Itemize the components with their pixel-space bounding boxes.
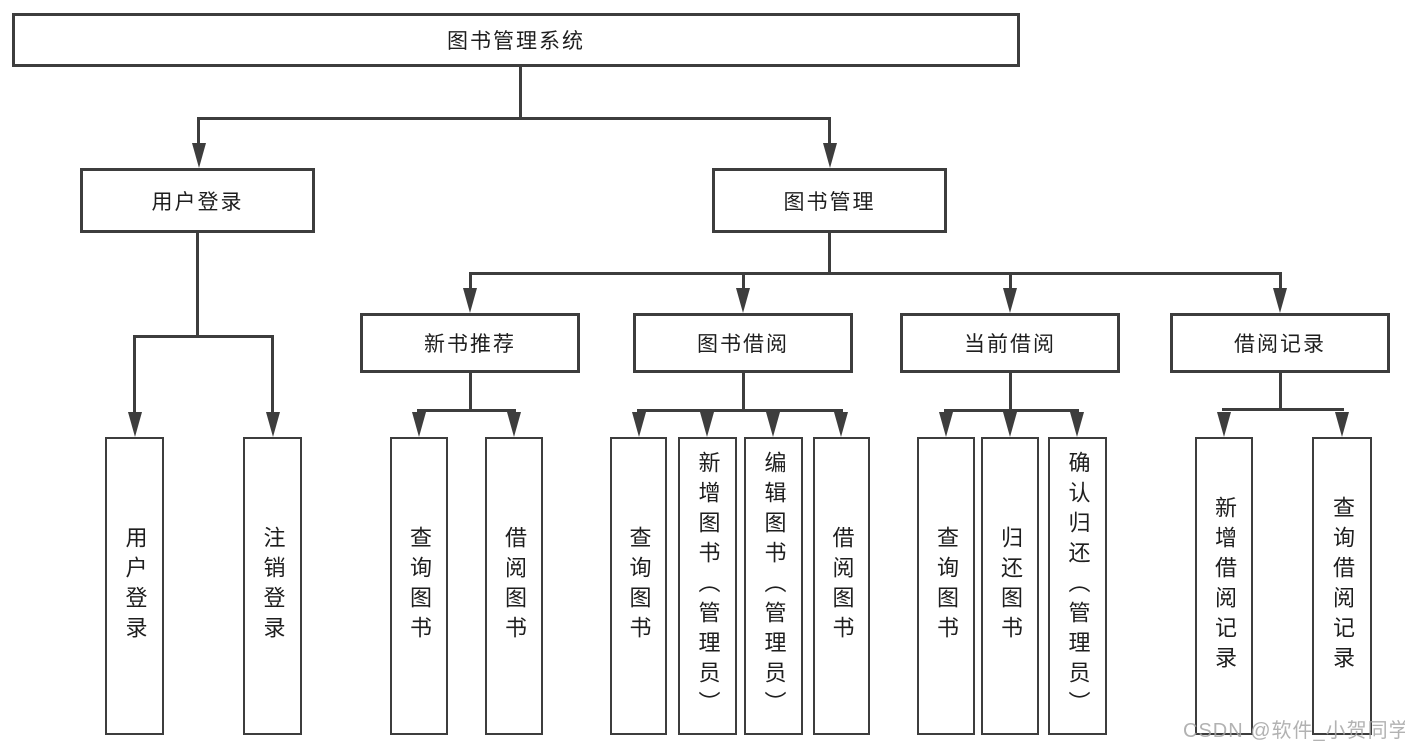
leaf-cb-return-books: 归还图书 <box>981 437 1039 735</box>
node-label: 图书管理 <box>783 190 876 214</box>
node-label: 借阅记录 <box>1234 333 1326 356</box>
node-label: 当前借阅 <box>964 333 1056 356</box>
leaf-br-query-borrow-record: 查询借阅记录 <box>1312 437 1372 735</box>
leaf-label: 新增图书（管理员） <box>695 451 721 721</box>
node-label: 图书管理系统 <box>447 30 585 53</box>
connector-root-branch <box>197 117 831 120</box>
connector-bb-stem <box>742 373 745 410</box>
arrow-down-icon <box>192 143 206 168</box>
leaf-label: 新增借阅记录 <box>1212 496 1237 676</box>
leaf-label: 查询借阅记录 <box>1330 496 1355 676</box>
node-current-borrow: 当前借阅 <box>900 313 1120 373</box>
arrow-down-icon <box>834 412 848 437</box>
node-borrow-records: 借阅记录 <box>1170 313 1390 373</box>
connector-leaf-drop <box>271 335 274 415</box>
arrow-down-icon <box>507 412 521 437</box>
arrow-down-icon <box>412 412 426 437</box>
arrow-down-icon <box>1070 412 1084 437</box>
connector-br-branch <box>1222 408 1344 411</box>
leaf-label: 借阅图书 <box>829 526 855 646</box>
arrow-down-icon <box>1217 412 1231 437</box>
arrow-down-icon <box>766 412 780 437</box>
node-book-borrow: 图书借阅 <box>633 313 853 373</box>
leaf-cb-query-books: 查询图书 <box>917 437 975 735</box>
leaf-label: 编辑图书（管理员） <box>761 451 787 721</box>
connector-book-mgmt-drop <box>828 117 831 147</box>
leaf-bb-edit-books-admin: 编辑图书（管理员） <box>744 437 803 735</box>
arrow-down-icon <box>632 412 646 437</box>
leaf-label: 用户登录 <box>122 526 148 646</box>
leaf-bb-query-books: 查询图书 <box>610 437 667 735</box>
connector-l3-drop <box>742 272 745 292</box>
connector-book-mgmt-stem <box>828 233 831 272</box>
connector-cb-stem <box>1009 373 1012 409</box>
arrow-down-icon <box>1003 288 1017 313</box>
leaf-label: 借阅图书 <box>502 526 527 646</box>
node-label: 用户登录 <box>151 190 244 214</box>
leaf-label: 查询图书 <box>934 526 959 646</box>
connector-user-login-drop <box>197 117 200 147</box>
connector-root-stem <box>519 67 522 117</box>
connector-user-login-stem <box>196 233 199 335</box>
node-book-management: 图书管理 <box>712 168 947 233</box>
connector-nbr-stem <box>469 373 472 409</box>
connector-bb-branch <box>637 409 843 412</box>
node-label: 图书借阅 <box>697 333 789 356</box>
csdn-watermark: CSDN @软件_小贺同学 <box>1183 720 1405 742</box>
leaf-label: 查询图书 <box>407 526 432 646</box>
node-label: 新书推荐 <box>424 333 516 356</box>
leaf-br-add-borrow-record: 新增借阅记录 <box>1195 437 1253 735</box>
leaf-bb-borrow-books: 借阅图书 <box>813 437 870 735</box>
connector-l3-drop <box>469 272 472 292</box>
arrow-down-icon <box>1335 412 1349 437</box>
connector-nbr-branch <box>417 409 516 412</box>
node-user-login: 用户登录 <box>80 168 315 233</box>
connector-book-mgmt-branch <box>469 272 1282 275</box>
connector-l3-drop <box>1009 272 1012 292</box>
leaf-logout: 注销登录 <box>243 437 302 735</box>
arrow-down-icon <box>736 288 750 313</box>
leaf-label: 注销登录 <box>260 526 286 646</box>
connector-leaf-drop <box>133 335 136 415</box>
arrow-down-icon <box>266 412 280 437</box>
leaf-label: 查询图书 <box>626 526 652 646</box>
leaf-label: 确认归还（管理员） <box>1065 451 1091 721</box>
leaf-user-login: 用户登录 <box>105 437 164 735</box>
leaf-nbr-query-books: 查询图书 <box>390 437 448 735</box>
arrow-down-icon <box>1273 288 1287 313</box>
node-book-management-system: 图书管理系统 <box>12 13 1020 67</box>
connector-user-login-branch <box>133 335 274 338</box>
leaf-bb-add-books-admin: 新增图书（管理员） <box>678 437 737 735</box>
node-new-book-recommend: 新书推荐 <box>360 313 580 373</box>
arrow-down-icon <box>1003 412 1017 437</box>
arrow-down-icon <box>463 288 477 313</box>
leaf-cb-confirm-return-admin: 确认归还（管理员） <box>1048 437 1107 735</box>
connector-l3-drop <box>1279 272 1282 292</box>
arrow-down-icon <box>939 412 953 437</box>
arrow-down-icon <box>128 412 142 437</box>
leaf-label: 归还图书 <box>998 526 1023 646</box>
connector-cb-branch <box>944 409 1079 412</box>
connector-br-stem <box>1279 373 1282 408</box>
arrow-down-icon <box>823 143 837 168</box>
arrow-down-icon <box>700 412 714 437</box>
leaf-nbr-borrow-books: 借阅图书 <box>485 437 543 735</box>
